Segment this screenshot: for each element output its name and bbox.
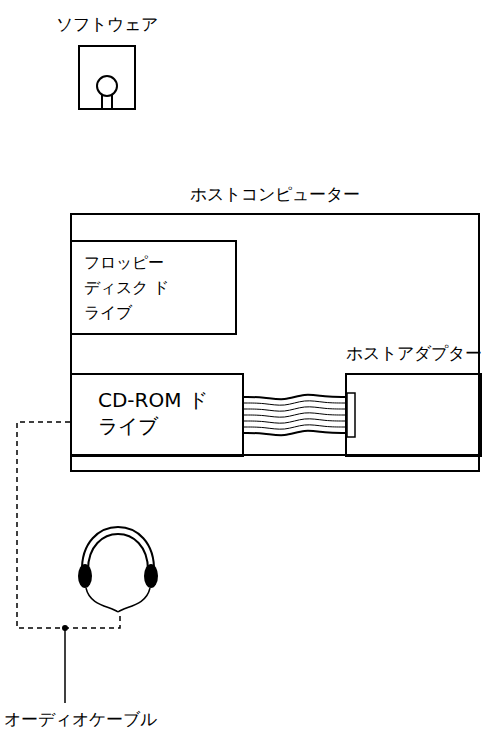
host-computer: ホストコンピューターフロッピー ディスク ドライブCD-ROM ドライブホストア… bbox=[70, 213, 480, 472]
headband bbox=[88, 534, 148, 570]
cable-label: オーディオケーブル bbox=[4, 708, 157, 731]
node-heading: ホストコンピューター bbox=[190, 183, 360, 206]
leader-line bbox=[64, 628, 66, 703]
ribbon-wire bbox=[244, 395, 345, 399]
cable-plug bbox=[347, 393, 355, 437]
ribbon-wire bbox=[244, 425, 345, 429]
ribbon-cable bbox=[244, 393, 355, 437]
headphone-wire bbox=[86, 588, 150, 612]
ribbon-wire bbox=[244, 419, 345, 423]
audio-cable bbox=[17, 422, 120, 628]
ear-cup bbox=[78, 564, 92, 588]
leader-dot bbox=[62, 625, 68, 631]
node-label: フロッピー ディスク ドライブ bbox=[84, 250, 184, 325]
ear-cup bbox=[144, 564, 158, 588]
ribbon-wire bbox=[244, 401, 345, 405]
host-adapter: ホストアダプター bbox=[345, 373, 482, 457]
node-heading: ホストアダプター bbox=[346, 342, 482, 365]
headband bbox=[82, 527, 154, 572]
disk-hub bbox=[97, 76, 117, 96]
disk-shutter bbox=[102, 95, 112, 110]
ribbon-cable bbox=[244, 413, 345, 417]
ribbon-wire bbox=[244, 431, 345, 435]
software-disk: ソフトウェア bbox=[78, 45, 136, 110]
node-heading: ソフトウェア bbox=[56, 13, 158, 36]
node-label: CD-ROM ドライブ bbox=[98, 387, 208, 439]
floppy-drive: フロッピー ディスク ドライブ bbox=[70, 240, 237, 335]
cdrom-drive: CD-ROM ドライブ bbox=[70, 373, 244, 457]
ribbon-wire bbox=[244, 407, 345, 411]
